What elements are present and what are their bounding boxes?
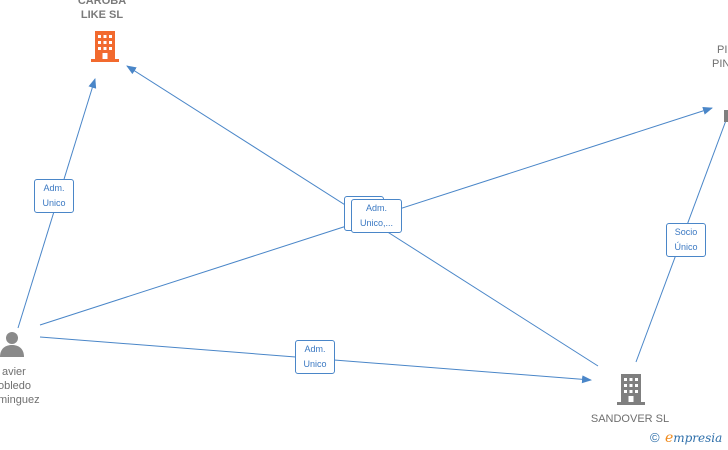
edge-label-center[interactable]: Adm. Unico,... [351, 199, 402, 233]
building-icon[interactable] [89, 29, 121, 63]
node-label-caroba: CAROBA LIKE SL [62, 0, 142, 22]
node-label-line: CAROBA [77, 0, 127, 7]
edge-label-sandover-pi[interactable]: Socio Único [666, 223, 706, 257]
edge-label-line: Unico [303, 359, 327, 369]
edge-label-person-sandover[interactable]: Adm. Unico [295, 340, 335, 374]
edge-label-line: Único [674, 242, 698, 252]
edge-label-line: Adm. [304, 344, 326, 354]
node-label-line: LIKE SL [80, 9, 124, 21]
edge-label-line: Unico,... [359, 218, 393, 228]
edge-label-line: Adm. [43, 183, 65, 193]
person-icon[interactable] [0, 330, 28, 358]
node-label-line: PI [717, 44, 728, 56]
node-label-line: obledo [0, 380, 32, 392]
node-label-line: minguez [0, 394, 40, 406]
node-label-line: PIN [712, 58, 728, 70]
brand-e: e [664, 430, 674, 446]
edge-label-line: Unico [42, 198, 66, 208]
edge-label-line: Socio [674, 227, 698, 237]
brand-rest: mpresia [673, 431, 723, 445]
node-label-line: avier [2, 366, 26, 378]
building-icon[interactable] [724, 110, 728, 122]
edge-label-line: Adm. [365, 203, 387, 213]
node-label-person: avier obledo minguez [0, 365, 58, 407]
node-label-sandover: SANDOVER SL [590, 413, 670, 425]
edge-label-person-caroba[interactable]: Adm. Unico [34, 179, 74, 213]
building-icon[interactable] [615, 372, 647, 406]
copyright-icon: © [650, 430, 660, 445]
node-label-pi: PI PIN [708, 43, 728, 71]
empresia-watermark: © empresia [650, 430, 722, 446]
